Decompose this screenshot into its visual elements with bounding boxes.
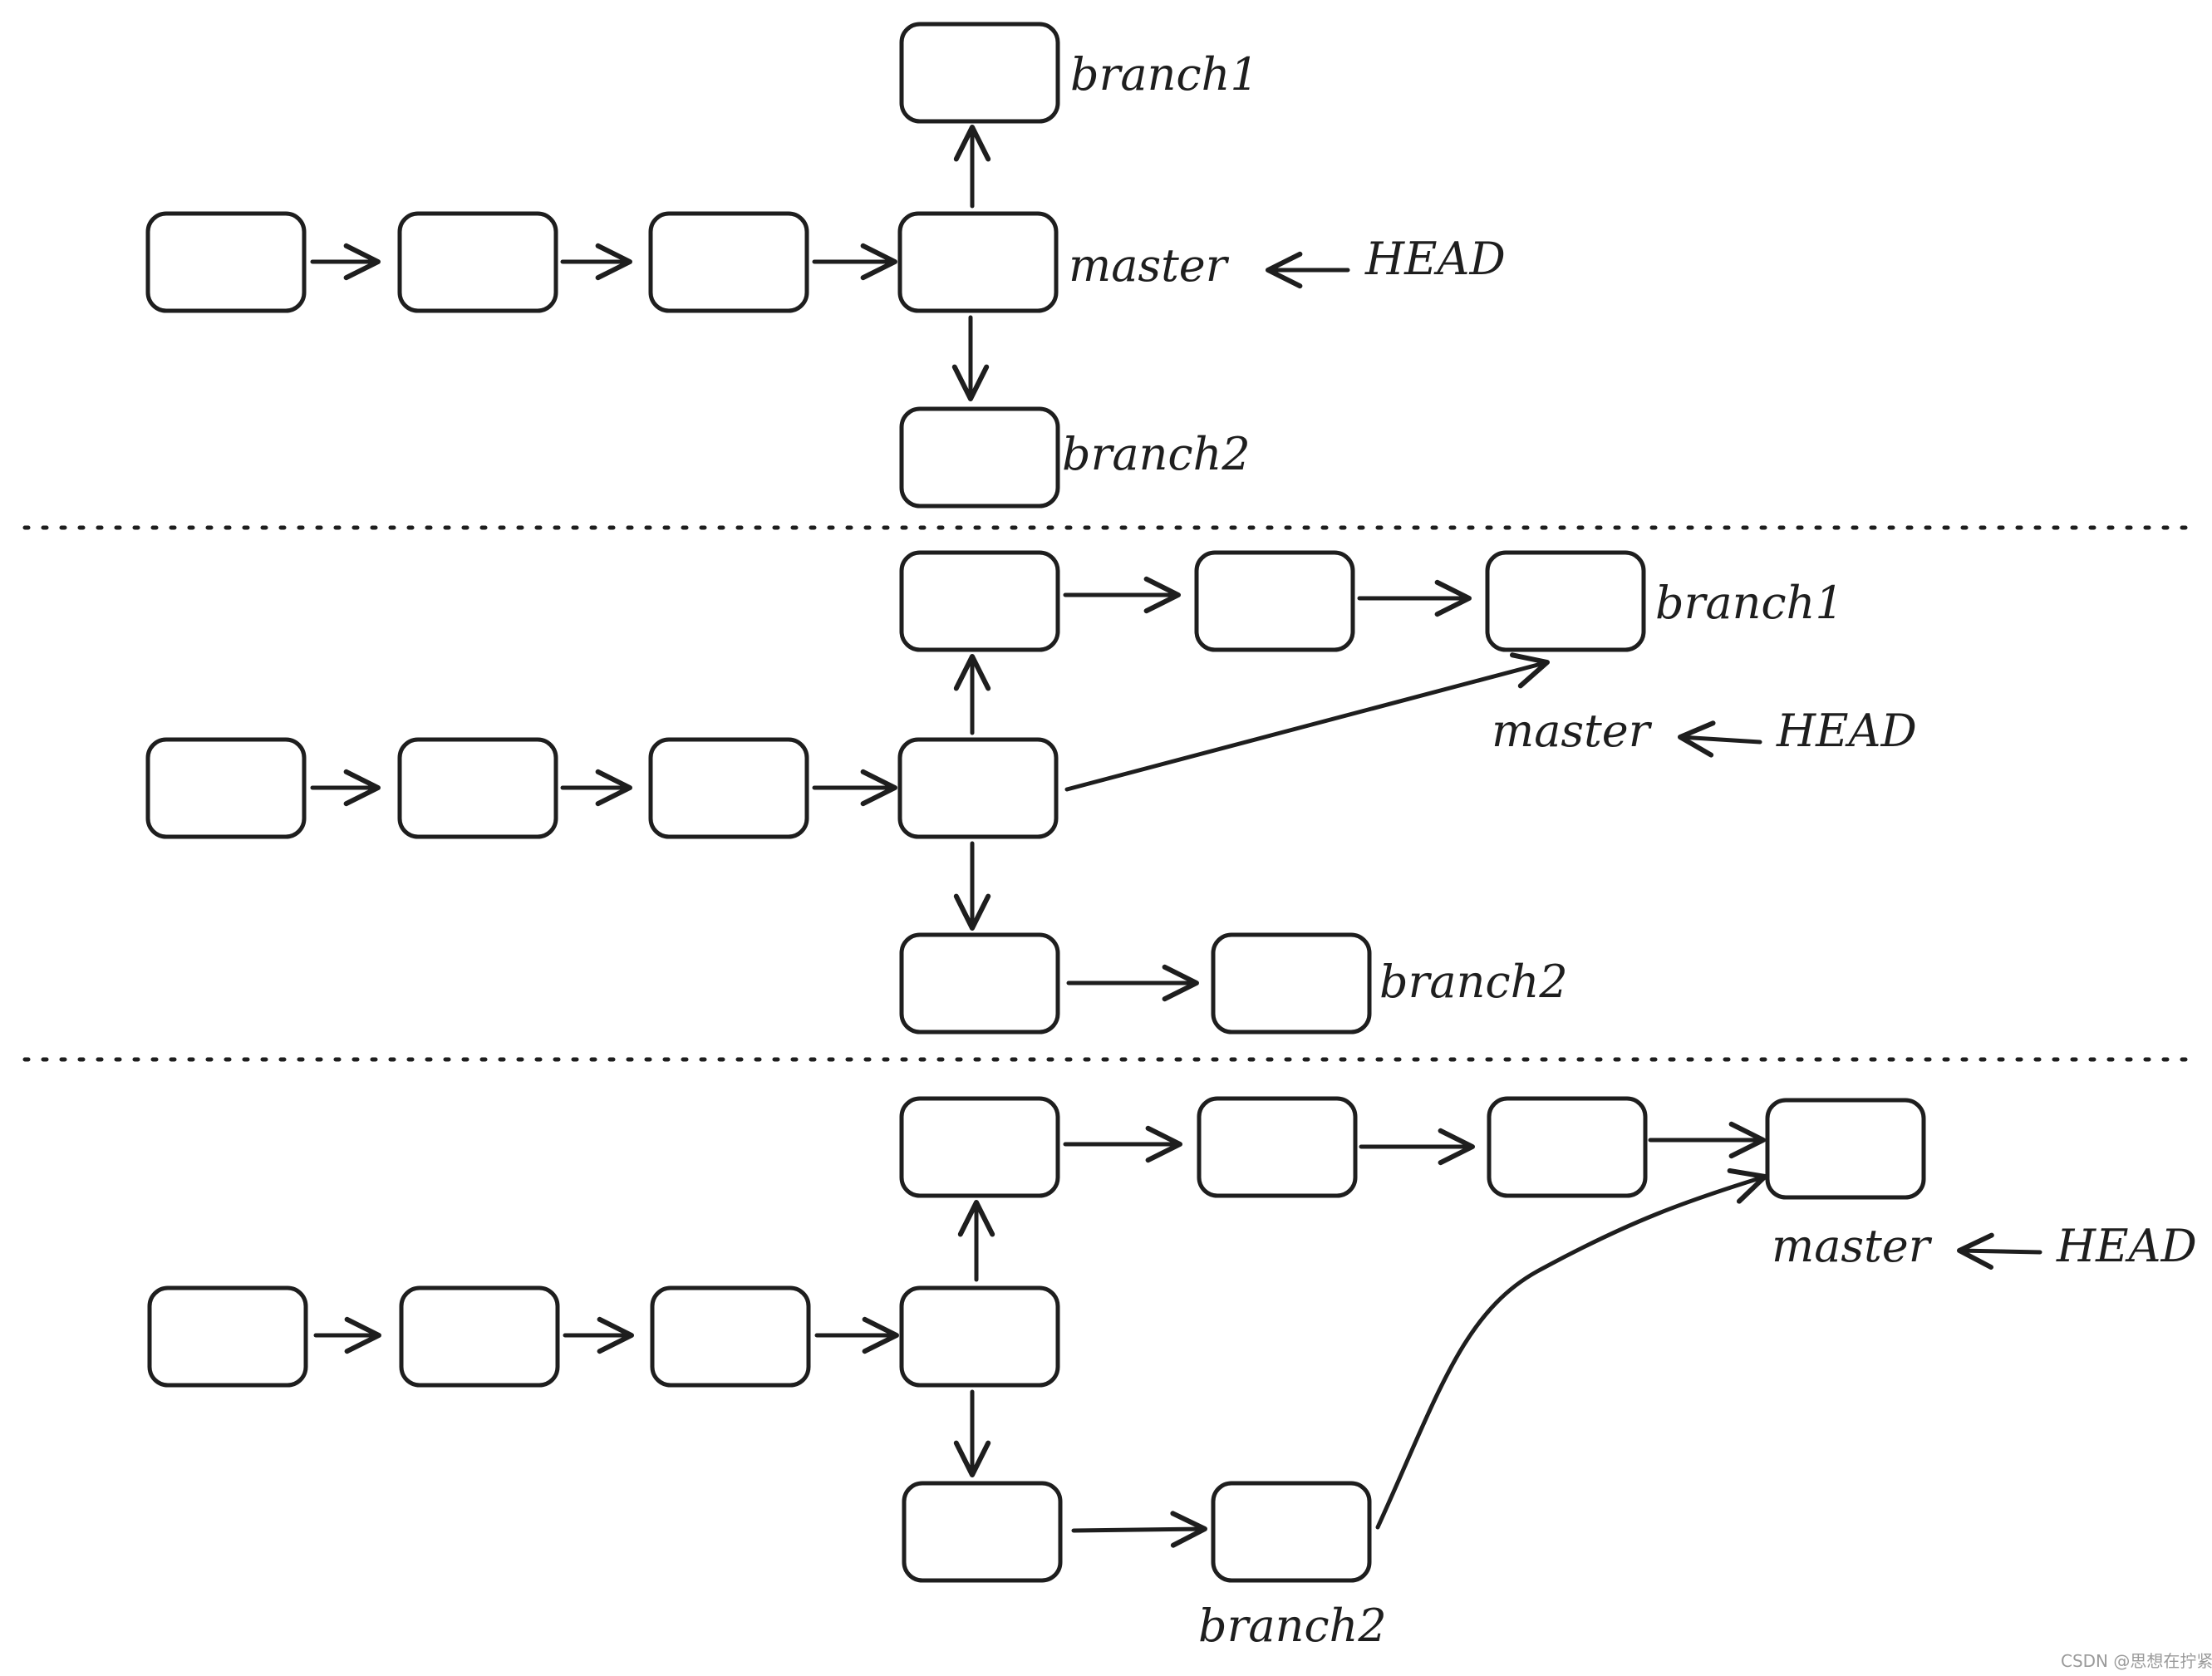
commit-box-branch2 — [1211, 1481, 1372, 1583]
label-head: HEAD — [1364, 233, 1506, 285]
commit-box — [650, 1285, 811, 1388]
label-head: HEAD — [1776, 705, 1917, 757]
merge-arrow — [1375, 1167, 1767, 1530]
commit-box — [648, 737, 809, 839]
commit-box — [899, 550, 1060, 652]
arrow — [1071, 1511, 1207, 1548]
section-1: branch1 master HEAD branch2 — [145, 22, 1506, 509]
head-arrow — [1957, 1232, 2042, 1270]
commit-box — [897, 737, 1059, 839]
head-arrow — [1678, 720, 1762, 758]
label-branch1: branch1 — [1070, 48, 1259, 101]
commit-box — [399, 1285, 560, 1388]
commit-box — [1487, 1096, 1648, 1198]
commit-box — [1197, 1096, 1358, 1198]
label-branch2: branch2 — [1379, 956, 1568, 1008]
commit-box — [145, 211, 307, 313]
label-branch1: branch1 — [1655, 577, 1844, 629]
commit-box — [648, 211, 809, 313]
label-head: HEAD — [2056, 1220, 2197, 1272]
master-arrow — [1064, 652, 1550, 792]
label-branch2: branch2 — [1198, 1600, 1387, 1652]
commit-box — [1194, 550, 1355, 652]
commit-box-master — [897, 211, 1059, 313]
commit-box-branch2 — [1211, 932, 1372, 1035]
commit-box-branch1 — [899, 22, 1060, 124]
commit-box-master — [1765, 1098, 1926, 1200]
commit-box — [397, 211, 558, 313]
label-branch2: branch2 — [1062, 428, 1251, 480]
commit-box — [147, 1285, 308, 1388]
section-3: master HEAD branch2 — [147, 1096, 2197, 1652]
section-2: branch1 master HEAD branch2 — [145, 550, 1917, 1035]
label-master: master — [1772, 1220, 1933, 1272]
commit-box — [899, 1285, 1060, 1388]
commit-box — [902, 1481, 1063, 1583]
commit-box-branch2 — [899, 406, 1060, 509]
commit-box — [397, 737, 558, 839]
commit-box-branch1 — [1485, 550, 1646, 652]
label-master: master — [1069, 239, 1230, 292]
commit-box — [145, 737, 307, 839]
watermark: CSDN @思想在拧紧 — [2061, 1651, 2212, 1671]
commit-box — [899, 932, 1060, 1035]
label-master: master — [1492, 705, 1653, 757]
commit-box — [899, 1096, 1060, 1198]
